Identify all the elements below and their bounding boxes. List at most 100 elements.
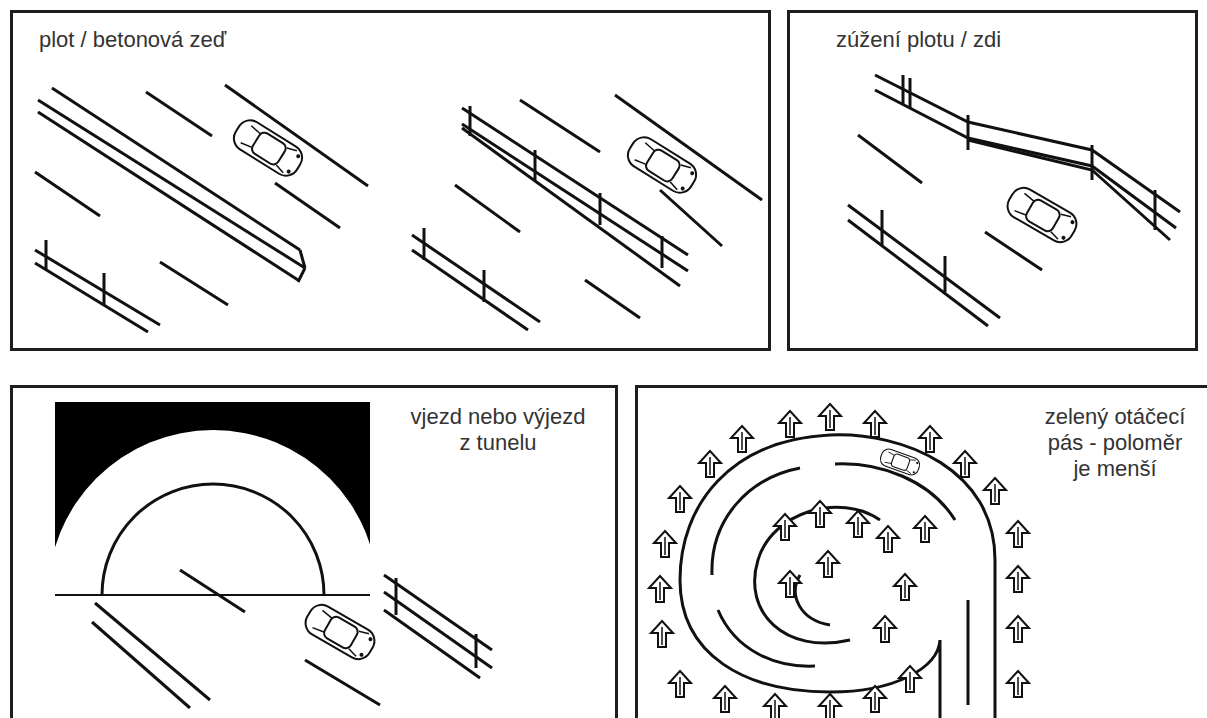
tree [914,516,936,542]
tree [651,621,673,647]
fence-post [909,78,912,108]
wall-line [38,100,305,268]
tree [1007,566,1029,592]
tree [919,426,941,452]
lane-mark [305,660,380,705]
turning-loop-scene [649,404,1029,718]
lane-mark [275,183,340,228]
tree [779,571,801,597]
tree [669,671,691,697]
tree [1007,616,1029,642]
tree [654,531,676,557]
fence-post [944,256,947,292]
car [623,132,701,197]
scene-panel: zúžení plotu / zdi [787,10,1198,351]
fence-post [103,273,106,305]
fence-post [661,236,664,268]
fence-post [881,210,884,245]
tree [894,574,916,600]
lane-mark [520,100,600,152]
tree [819,404,841,430]
car [1003,183,1081,247]
tunnel-arch [102,484,324,595]
fence-rail [848,205,1000,318]
fence-rail [384,592,492,668]
tree [779,411,801,437]
tree [1007,671,1029,697]
lane-mark [146,92,212,136]
fence-rail [848,220,988,326]
tunnel-scene [48,402,492,708]
tree [864,411,886,437]
car [301,600,379,664]
concrete-wall-scene [35,85,368,332]
fence-post [475,634,478,668]
tree [809,501,831,527]
wall-end [298,268,305,282]
lane-mark [160,262,228,305]
tree [1007,521,1029,547]
fence-post [395,578,398,615]
fence-post [483,270,486,302]
car [229,115,307,180]
panel-caption: zelený otáčecí pás - poloměr je menší [1040,404,1190,482]
tree [847,511,869,537]
fence-post [423,228,426,260]
fence-rail [35,263,148,332]
tree [774,514,796,540]
scene-panel: vjezd nebo výjezd z tunelu [10,385,618,718]
fence-rail [35,250,160,325]
panel-caption: vjezd nebo výjezd z tunelu [410,404,586,456]
tree [877,526,899,552]
road-edge [615,95,762,200]
car [878,447,921,477]
fence-post [1154,190,1157,230]
tree [817,551,839,577]
lane-mark [660,190,722,246]
tree [764,694,786,718]
fence-post [902,75,905,105]
road-edge [95,603,210,700]
fence-post [534,150,537,180]
lane-mark [712,468,800,575]
fence-post [967,115,970,150]
tree [984,478,1006,504]
fence-rail [412,250,528,330]
lane-mark [967,600,970,705]
tree [649,576,671,602]
fence-post [45,240,48,270]
scene-panel: zelený otáčecí pás - poloměr je menší [635,385,1207,718]
tree [899,666,921,692]
lane-mark [585,280,640,318]
fence-rail [412,235,540,322]
tree [699,451,721,477]
panel-caption: zúžení plotu / zdi [836,27,1156,53]
tree [731,426,753,452]
fence-post [599,193,602,225]
fence-post [469,106,472,136]
tree [714,686,736,712]
lane-mark [180,570,245,612]
lane-mark [858,135,922,183]
tree [874,616,896,642]
tree [669,486,691,512]
lane-mark [835,464,955,520]
road-edge [92,622,190,708]
lane-mark [455,185,520,232]
loop-road-edge [680,435,995,718]
narrowing-fence-scene [848,75,1180,326]
tree [954,451,976,477]
tree [864,686,886,712]
fence-rail [462,108,688,255]
panel-caption: plot / betonová zeď [39,27,439,53]
tunnel-portal [48,430,378,595]
scene-panel: plot / betonová zeď [10,10,771,351]
fence-post [1091,145,1094,180]
tunnel-base [55,594,370,596]
fence-scene [412,95,762,330]
wall-end [300,250,305,268]
road-edge [225,85,368,186]
fence-rail [384,610,480,678]
